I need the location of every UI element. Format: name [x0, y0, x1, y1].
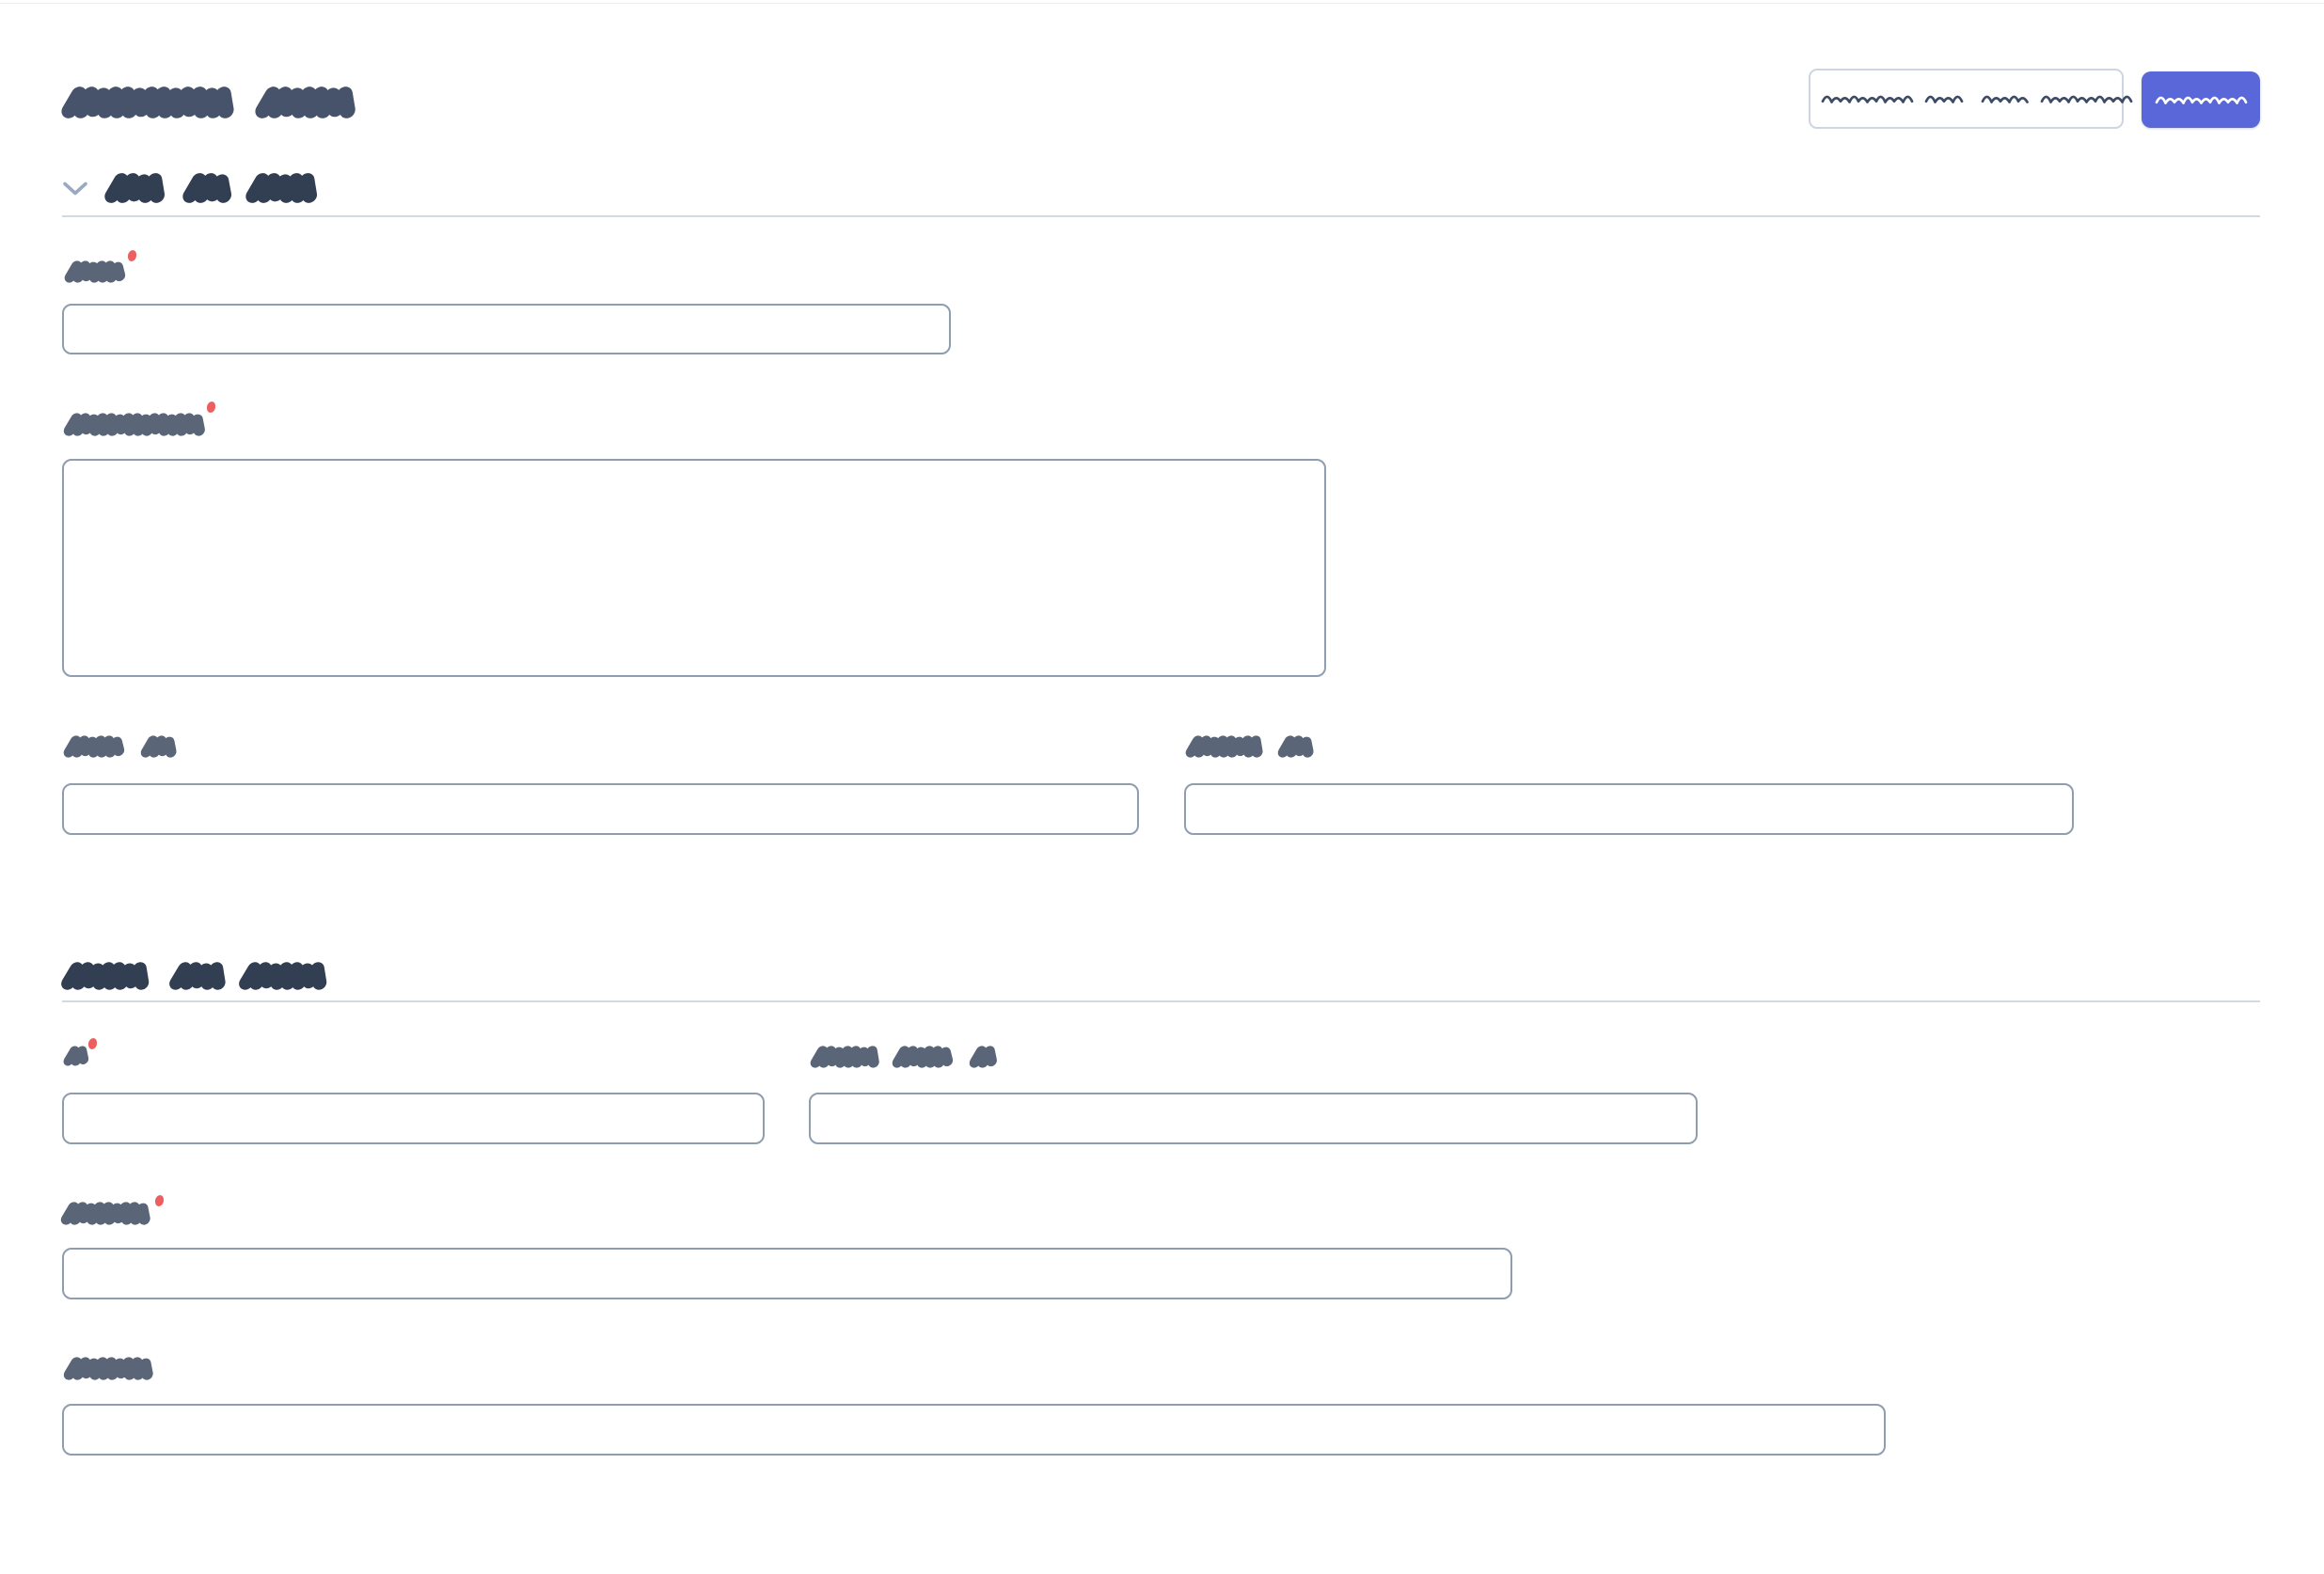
- section-2-divider: [62, 1000, 2260, 1002]
- field-2-label: [62, 413, 208, 436]
- field-5-label: [62, 1046, 89, 1066]
- page-title: [59, 87, 359, 118]
- field-5-input[interactable]: [62, 1093, 765, 1144]
- field-4-input[interactable]: [1184, 783, 2074, 835]
- field-3-input[interactable]: [62, 783, 1139, 835]
- field-4-label: [1184, 735, 1316, 758]
- field-8-label: [62, 1357, 153, 1380]
- field-3-label: [62, 735, 177, 758]
- section-1-title: [103, 173, 325, 203]
- field-8-input[interactable]: [62, 1404, 1886, 1456]
- primary-action-button[interactable]: [2142, 71, 2260, 128]
- field-1-input[interactable]: [62, 304, 951, 354]
- chevron-down-icon[interactable]: [63, 181, 87, 196]
- field-2-textarea[interactable]: [62, 459, 1326, 677]
- field-6-input[interactable]: [809, 1093, 1698, 1144]
- section-2-title: [59, 962, 327, 990]
- field-7-input[interactable]: [62, 1248, 1512, 1299]
- section-1-divider: [62, 215, 2260, 217]
- field-7-label: [59, 1202, 153, 1225]
- search-placeholder: [1821, 92, 2133, 105]
- field-2-required-dot: [205, 401, 217, 414]
- field-1-label: [63, 260, 129, 283]
- field-7-required-dot: [153, 1194, 166, 1207]
- field-1-required-dot: [126, 249, 138, 262]
- primary-action-button-label: [2155, 93, 2247, 106]
- field-5-required-dot: [87, 1037, 99, 1050]
- top-edge-divider: [0, 3, 2324, 4]
- search-input[interactable]: [1809, 69, 2133, 129]
- field-6-label: [809, 1046, 997, 1068]
- section-1-header[interactable]: [63, 172, 325, 204]
